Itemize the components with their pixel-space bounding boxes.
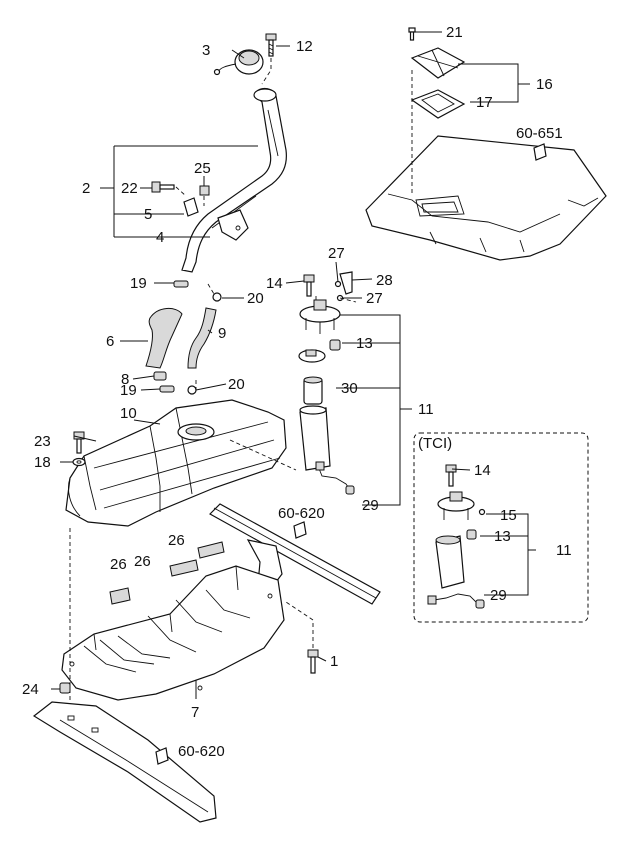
ref-marker-mid — [293, 521, 307, 539]
label-13-tci: 13 — [494, 528, 511, 545]
ref-label-60-651: 60-651 — [516, 125, 563, 142]
label-15: 15 — [500, 507, 517, 524]
bolt-14 — [303, 274, 315, 297]
label-11-tci: 11 — [556, 542, 572, 559]
part-labels: 3 12 2 22 25 5 4 19 20 6 9 8 19 20 10 23… — [22, 24, 572, 721]
label-14: 14 — [266, 275, 283, 292]
label-11: 11 — [418, 401, 434, 418]
ref-label-60-620-mid: 60-620 — [278, 505, 325, 522]
label-tci: (TCI) — [418, 435, 452, 452]
gasket-17 — [410, 89, 466, 119]
pad-26-a — [197, 541, 225, 559]
hose-6 — [145, 308, 183, 369]
filler-neck-bracket — [217, 209, 249, 241]
clip-27 — [334, 280, 344, 302]
floor-rail — [32, 701, 217, 823]
fuel-tank — [65, 399, 287, 527]
label-2: 2 — [82, 180, 90, 197]
label-7: 7 — [191, 704, 199, 721]
tci-pump-housing — [435, 535, 465, 589]
label-12: 12 — [296, 38, 313, 55]
clamp-20-lower — [187, 380, 197, 395]
connector-13 — [329, 339, 341, 351]
pad-26-c — [109, 587, 131, 605]
label-27-lower: 27 — [366, 290, 383, 307]
fuel-pump-30 — [303, 376, 323, 405]
crossmember — [209, 503, 381, 605]
label-4: 4 — [156, 229, 164, 246]
label-3: 3 — [202, 42, 210, 59]
label-19-upper: 19 — [130, 275, 147, 292]
label-26-a: 26 — [168, 532, 185, 549]
label-19-lower: 19 — [120, 382, 137, 399]
pump-plate — [298, 349, 326, 363]
label-22: 22 — [121, 180, 138, 197]
label-29-tci: 29 — [490, 587, 507, 604]
label-20-upper: 20 — [247, 290, 264, 307]
tci-bolt-14 — [445, 464, 457, 487]
label-29: 29 — [362, 497, 379, 514]
label-14-tci: 14 — [474, 462, 491, 479]
pad-26-b — [169, 559, 199, 577]
filler-neck-pipe — [181, 87, 287, 273]
floor-panel-upper — [365, 70, 607, 261]
bracket-28 — [339, 271, 353, 295]
fuel-filler-cap — [213, 49, 264, 76]
washer-18 — [72, 457, 86, 467]
label-10: 10 — [120, 405, 137, 422]
tci-connector-13 — [466, 529, 477, 540]
tci-pump-flange — [437, 491, 486, 520]
label-26-b: 26 — [134, 553, 151, 570]
tci-sender-29 — [427, 593, 485, 609]
label-17: 17 — [476, 94, 493, 111]
ref-marker-upper — [533, 143, 547, 161]
dashed-line-tank-pump — [229, 439, 297, 471]
label-25: 25 — [194, 160, 211, 177]
label-24: 24 — [22, 681, 39, 698]
pump-flange — [299, 299, 341, 334]
label-28: 28 — [376, 272, 393, 289]
tank-protector-7 — [61, 565, 285, 701]
bolt-23 — [73, 431, 85, 454]
label-5: 5 — [144, 206, 152, 223]
clamp-19-upper — [173, 280, 189, 288]
label-30: 30 — [341, 380, 358, 397]
leader-lines — [51, 31, 536, 699]
dashed-line-27 — [339, 297, 357, 303]
label-8: 8 — [121, 371, 129, 388]
bolt-12 — [261, 33, 277, 85]
bolt-1 — [285, 601, 319, 674]
cover-plate-16 — [410, 47, 466, 79]
label-18: 18 — [34, 454, 51, 471]
tci-box — [413, 432, 589, 623]
reference-labels: 60-651 60-620 60-620 — [178, 125, 563, 760]
sender-29 — [315, 461, 355, 495]
nut-24 — [59, 682, 71, 694]
label-6: 6 — [106, 333, 114, 350]
label-21: 21 — [446, 24, 463, 41]
label-27-upper: 27 — [328, 245, 345, 262]
bolt-22 — [151, 181, 187, 197]
label-9: 9 — [218, 325, 226, 342]
screw-21 — [408, 27, 416, 41]
pump-housing — [299, 405, 331, 471]
clamp-20-upper — [207, 283, 222, 302]
ref-label-60-620-lower: 60-620 — [178, 743, 225, 760]
clamp-8 — [153, 371, 167, 381]
label-16: 16 — [536, 76, 553, 93]
label-13: 13 — [356, 335, 373, 352]
ref-marker-lower — [155, 747, 169, 765]
hose-9 — [187, 307, 217, 369]
nut-25 — [199, 185, 210, 206]
label-20-lower: 20 — [228, 376, 245, 393]
label-23: 23 — [34, 433, 51, 450]
clamp-19-lower — [159, 385, 175, 393]
clip-5 — [183, 197, 199, 217]
label-26-c: 26 — [110, 556, 127, 573]
label-1: 1 — [330, 653, 338, 670]
